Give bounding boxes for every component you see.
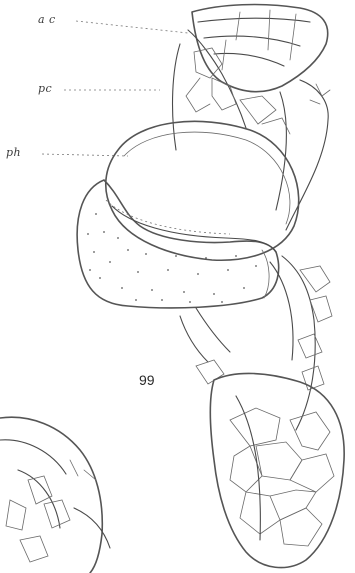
label-pc: pc: [38, 82, 52, 95]
stipple-pattern: [87, 213, 257, 303]
label-ac: a c: [38, 13, 56, 26]
pharynx-oval: [106, 121, 299, 260]
fragment-lower-left: [0, 417, 110, 573]
lower-body: [210, 373, 344, 567]
mid-stalk: [180, 256, 332, 430]
label-ph: ph: [6, 146, 21, 159]
figure-number: 99: [139, 372, 155, 388]
leader-line-ac: [76, 21, 188, 33]
